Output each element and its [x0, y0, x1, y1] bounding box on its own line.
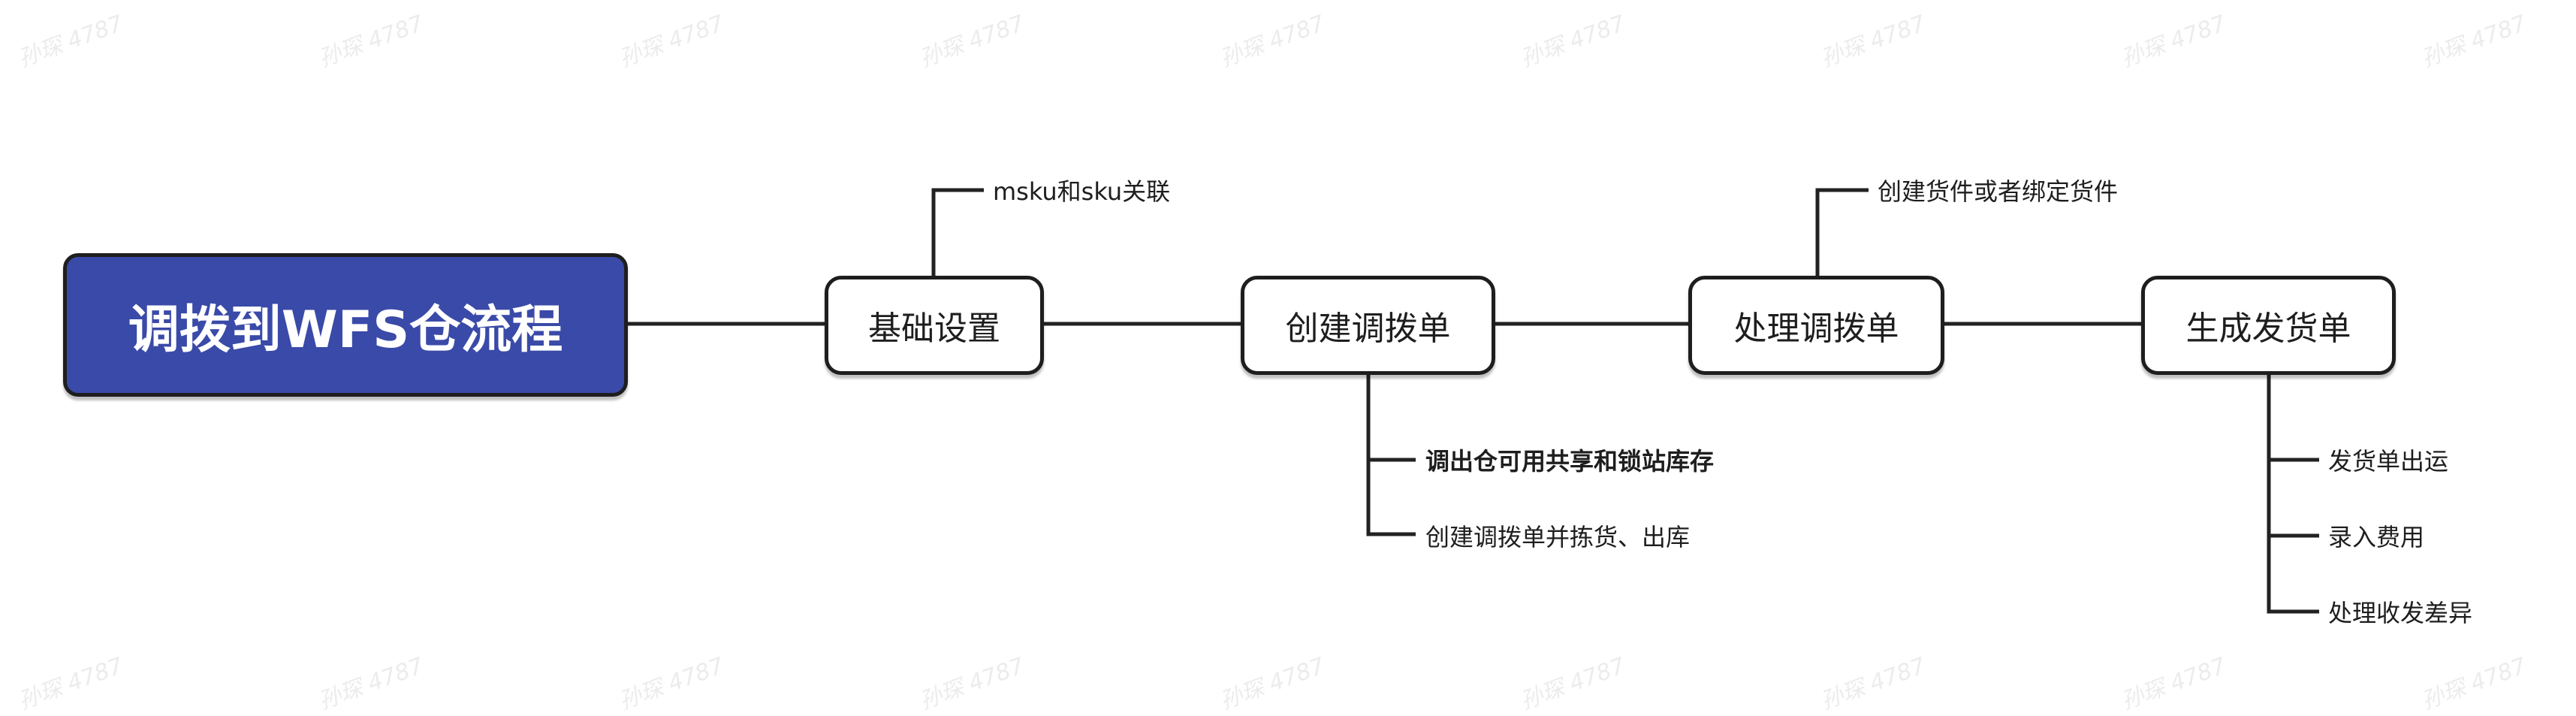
leaf-bind-shipment[interactable]: 创建货件或者绑定货件 [1878, 177, 2119, 206]
connector-transfer-children [1366, 375, 1416, 536]
step-process-transfer[interactable]: 处理调拨单 [1688, 276, 1944, 375]
leaf-available-stock[interactable]: 调出仓可用共享和锁站库存 [1425, 447, 1715, 476]
connector-msku [931, 188, 984, 276]
leaf-pick-outbound[interactable]: 创建调拨单并拣货、出库 [1425, 523, 1691, 551]
connector-delivery-children [2267, 375, 2319, 614]
leaf-handle-discrepancy[interactable]: 处理收发差异 [2328, 599, 2473, 627]
step-label: 生成发货单 [2185, 310, 2351, 348]
leaf-enter-fees[interactable]: 录入费用 [2328, 523, 2425, 551]
step-label: 基础设置 [868, 310, 1000, 348]
step-generate-delivery[interactable]: 生成发货单 [2141, 276, 2396, 375]
leaf-ship-delivery[interactable]: 发货单出运 [2328, 447, 2449, 476]
step-basic-settings[interactable]: 基础设置 [825, 276, 1044, 375]
step-label: 创建调拨单 [1285, 310, 1451, 348]
connector-shipment [1815, 188, 1869, 276]
leaf-msku-sku[interactable]: msku和sku关联 [993, 177, 1171, 206]
step-label: 处理调拨单 [1733, 310, 1899, 348]
root-title: 调拨到WFS仓流程 [128, 301, 563, 360]
step-create-transfer[interactable]: 创建调拨单 [1241, 276, 1495, 375]
root-node[interactable]: 调拨到WFS仓流程 [63, 253, 628, 397]
